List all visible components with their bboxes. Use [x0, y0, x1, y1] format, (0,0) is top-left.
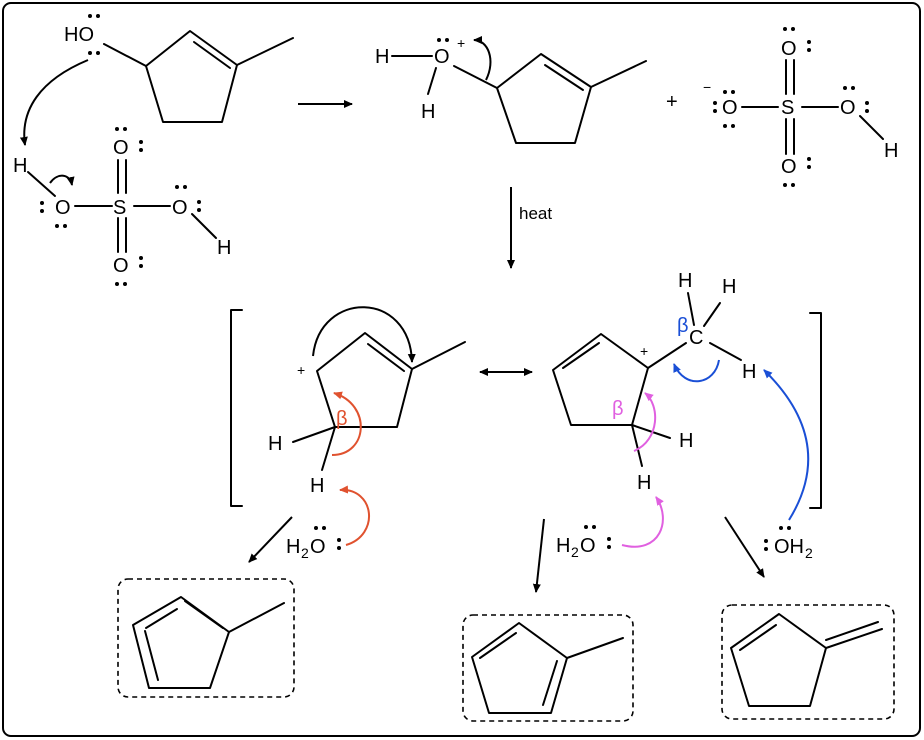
arrow-leaving-water: [473, 36, 492, 81]
water-base-left: H 2 O: [286, 485, 371, 561]
beta-shift-arrow-red: [331, 391, 362, 456]
beta-label-blue: β: [677, 315, 689, 337]
o-left: O: [722, 97, 738, 119]
alcohol-molecule: HO: [64, 14, 294, 123]
carbocation-resonance-2: + β C H H H H H β: [552, 270, 756, 494]
o-right: O: [172, 197, 188, 219]
svg-text:O: O: [310, 536, 326, 558]
plus-charge: +: [640, 343, 648, 359]
beta-shift-arrow-blue: [673, 359, 720, 383]
right-bracket: [809, 312, 822, 509]
sulfuric-acid-left: H O S O O O H: [13, 127, 231, 286]
h-top-left: H: [678, 270, 692, 292]
o-top: O: [781, 38, 797, 60]
product-arrow-1: [248, 516, 293, 563]
left-bracket: [230, 309, 243, 507]
o-top: O: [113, 137, 129, 159]
product-3: [721, 604, 895, 720]
svg-text:2: 2: [571, 544, 579, 560]
svg-text:O: O: [580, 535, 596, 557]
arrow-oh-to-h: [19, 59, 89, 146]
h-lower: H: [310, 475, 324, 497]
deprotonation-arrow-blue: [763, 369, 810, 521]
svg-text:2: 2: [805, 545, 813, 561]
plus-sign: +: [666, 91, 678, 113]
h-lower: H: [421, 101, 435, 123]
beta-label: β: [336, 408, 348, 430]
h-label: H: [375, 46, 389, 68]
h-ring-lower: H: [637, 472, 651, 494]
s-label: S: [781, 97, 794, 119]
heat-label: heat: [519, 204, 552, 223]
o-label: O: [434, 46, 450, 68]
svg-text:OH: OH: [774, 536, 804, 558]
svg-text:2: 2: [301, 545, 309, 561]
oxonium-ion: H O + H: [375, 35, 647, 144]
beta-shift-arrow-magenta: [633, 392, 657, 452]
beta-label-magenta: β: [612, 398, 624, 420]
s-label: S: [113, 197, 126, 219]
product-2: [462, 614, 634, 722]
h-right: H: [217, 237, 231, 259]
deprotonation-arrow-red: [339, 485, 371, 546]
o-bottom: O: [781, 156, 797, 178]
h-left: H: [268, 433, 282, 455]
h-top-right: H: [722, 276, 736, 298]
carbon-label: C: [689, 327, 703, 349]
water-base-middle: H 2 O: [556, 496, 664, 560]
arrow-resonance: [312, 306, 416, 363]
product-1: [117, 578, 295, 698]
h-right: H: [742, 361, 756, 383]
product-arrow-3: [724, 516, 765, 578]
deprotonation-arrow-magenta: [621, 496, 664, 548]
hydroxyl-label: HO: [64, 24, 94, 46]
water-base-right: OH 2: [763, 369, 813, 561]
h-right: H: [884, 140, 898, 162]
bisulfate-ion: − O S O O O H: [703, 27, 898, 187]
o-right: O: [840, 97, 856, 119]
svg-text:H: H: [556, 535, 570, 557]
h-label: H: [13, 155, 27, 177]
o-label: O: [55, 197, 71, 219]
o-bottom: O: [113, 255, 129, 277]
minus-charge: −: [703, 79, 711, 95]
product-arrow-2: [532, 518, 545, 593]
plus-charge: +: [457, 35, 465, 51]
svg-text:H: H: [286, 536, 300, 558]
plus-charge: +: [297, 362, 305, 378]
carbocation-resonance-1: + H H β: [268, 306, 466, 497]
h-ring-right: H: [679, 430, 693, 452]
